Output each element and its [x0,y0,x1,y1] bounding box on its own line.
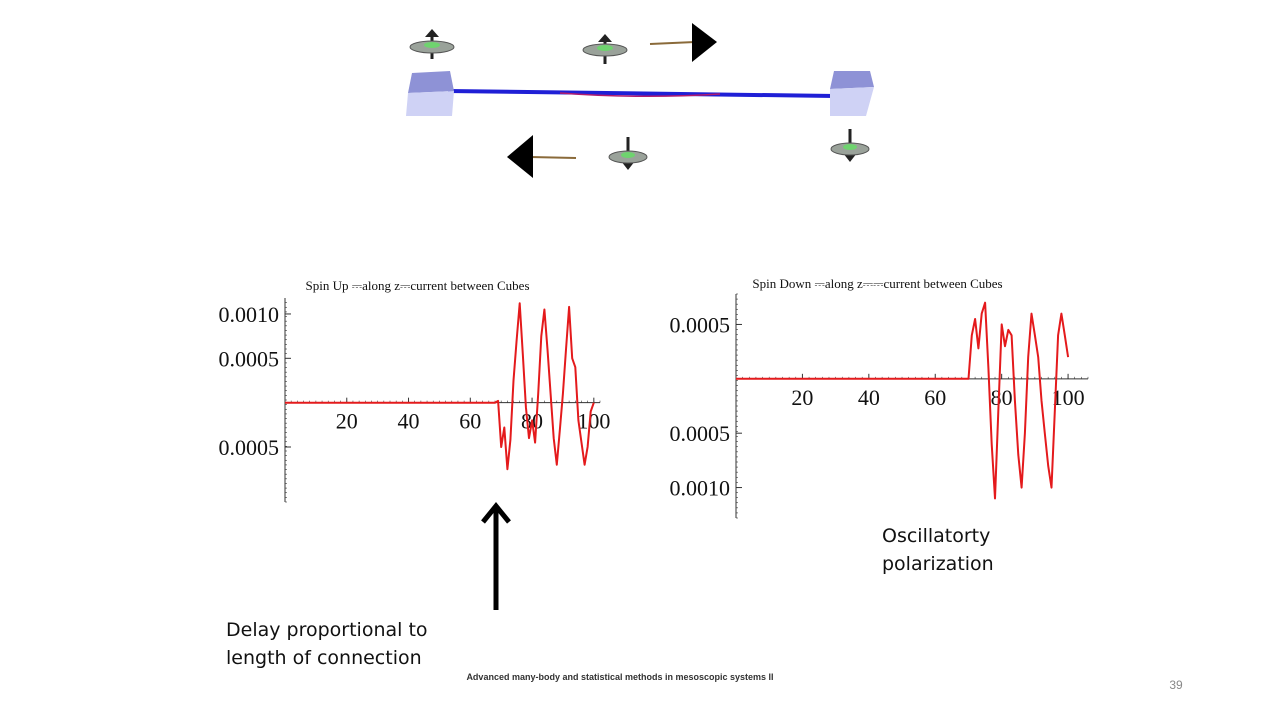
y-tick-label: 0.0005 [219,346,280,371]
x-tick-label: 20 [791,385,813,410]
x-tick-label: 40 [858,385,880,410]
spin-transport-diagram [406,23,874,178]
spin-up-icon [409,29,455,59]
cube-icon [830,71,874,116]
spin-down-icon [830,129,870,162]
chart-title: Spin Up ⎓along z⎓current between Cubes [305,278,530,293]
x-tick-label: 40 [398,409,420,434]
y-tick-label: 0.0005 [670,312,731,337]
chart-title: Spin Down ⎓along z⎓⎓current between Cube… [752,276,1003,291]
arrow-up-icon [481,502,511,610]
delay-note: Delay proportional to length of connecti… [226,619,428,669]
wire-crossing [559,92,721,98]
x-tick-label: 60 [459,409,481,434]
x-tick-label: 100 [577,409,610,434]
y-tick-label: 0.0005 [219,435,280,460]
spin-down-current-chart: Spin Down ⎓along z⎓⎓current between Cube… [650,268,1105,523]
spin-down-icon [608,137,648,170]
arrow-right-icon [649,23,717,62]
cube-icon [406,71,454,116]
oscillatory-polarization-note: Oscillatorty polarization [882,525,994,575]
connection-wire [447,89,836,98]
page-number: 39 [1169,678,1183,692]
x-tick-label: 80 [991,385,1013,410]
chart-plot: 20 40 60 80 100 0.0005 0.0005 0.0010 [670,293,1089,519]
y-tick-label: 0.0005 [670,421,731,446]
spin-up-current-chart: Spin Up ⎓along z⎓current between Cubes 2… [205,270,630,510]
series-line [736,301,1070,500]
y-tick-label: 0.0010 [219,302,280,327]
y-tick-label: 0.0010 [670,476,731,501]
x-tick-label: 60 [924,385,946,410]
arrow-left-icon [507,135,577,178]
footer: Advanced many-body and statistical metho… [466,672,774,682]
spin-up-icon [582,34,628,64]
x-tick-label: 100 [1052,385,1085,410]
series-line [285,302,595,471]
x-tick-label: 20 [336,409,358,434]
